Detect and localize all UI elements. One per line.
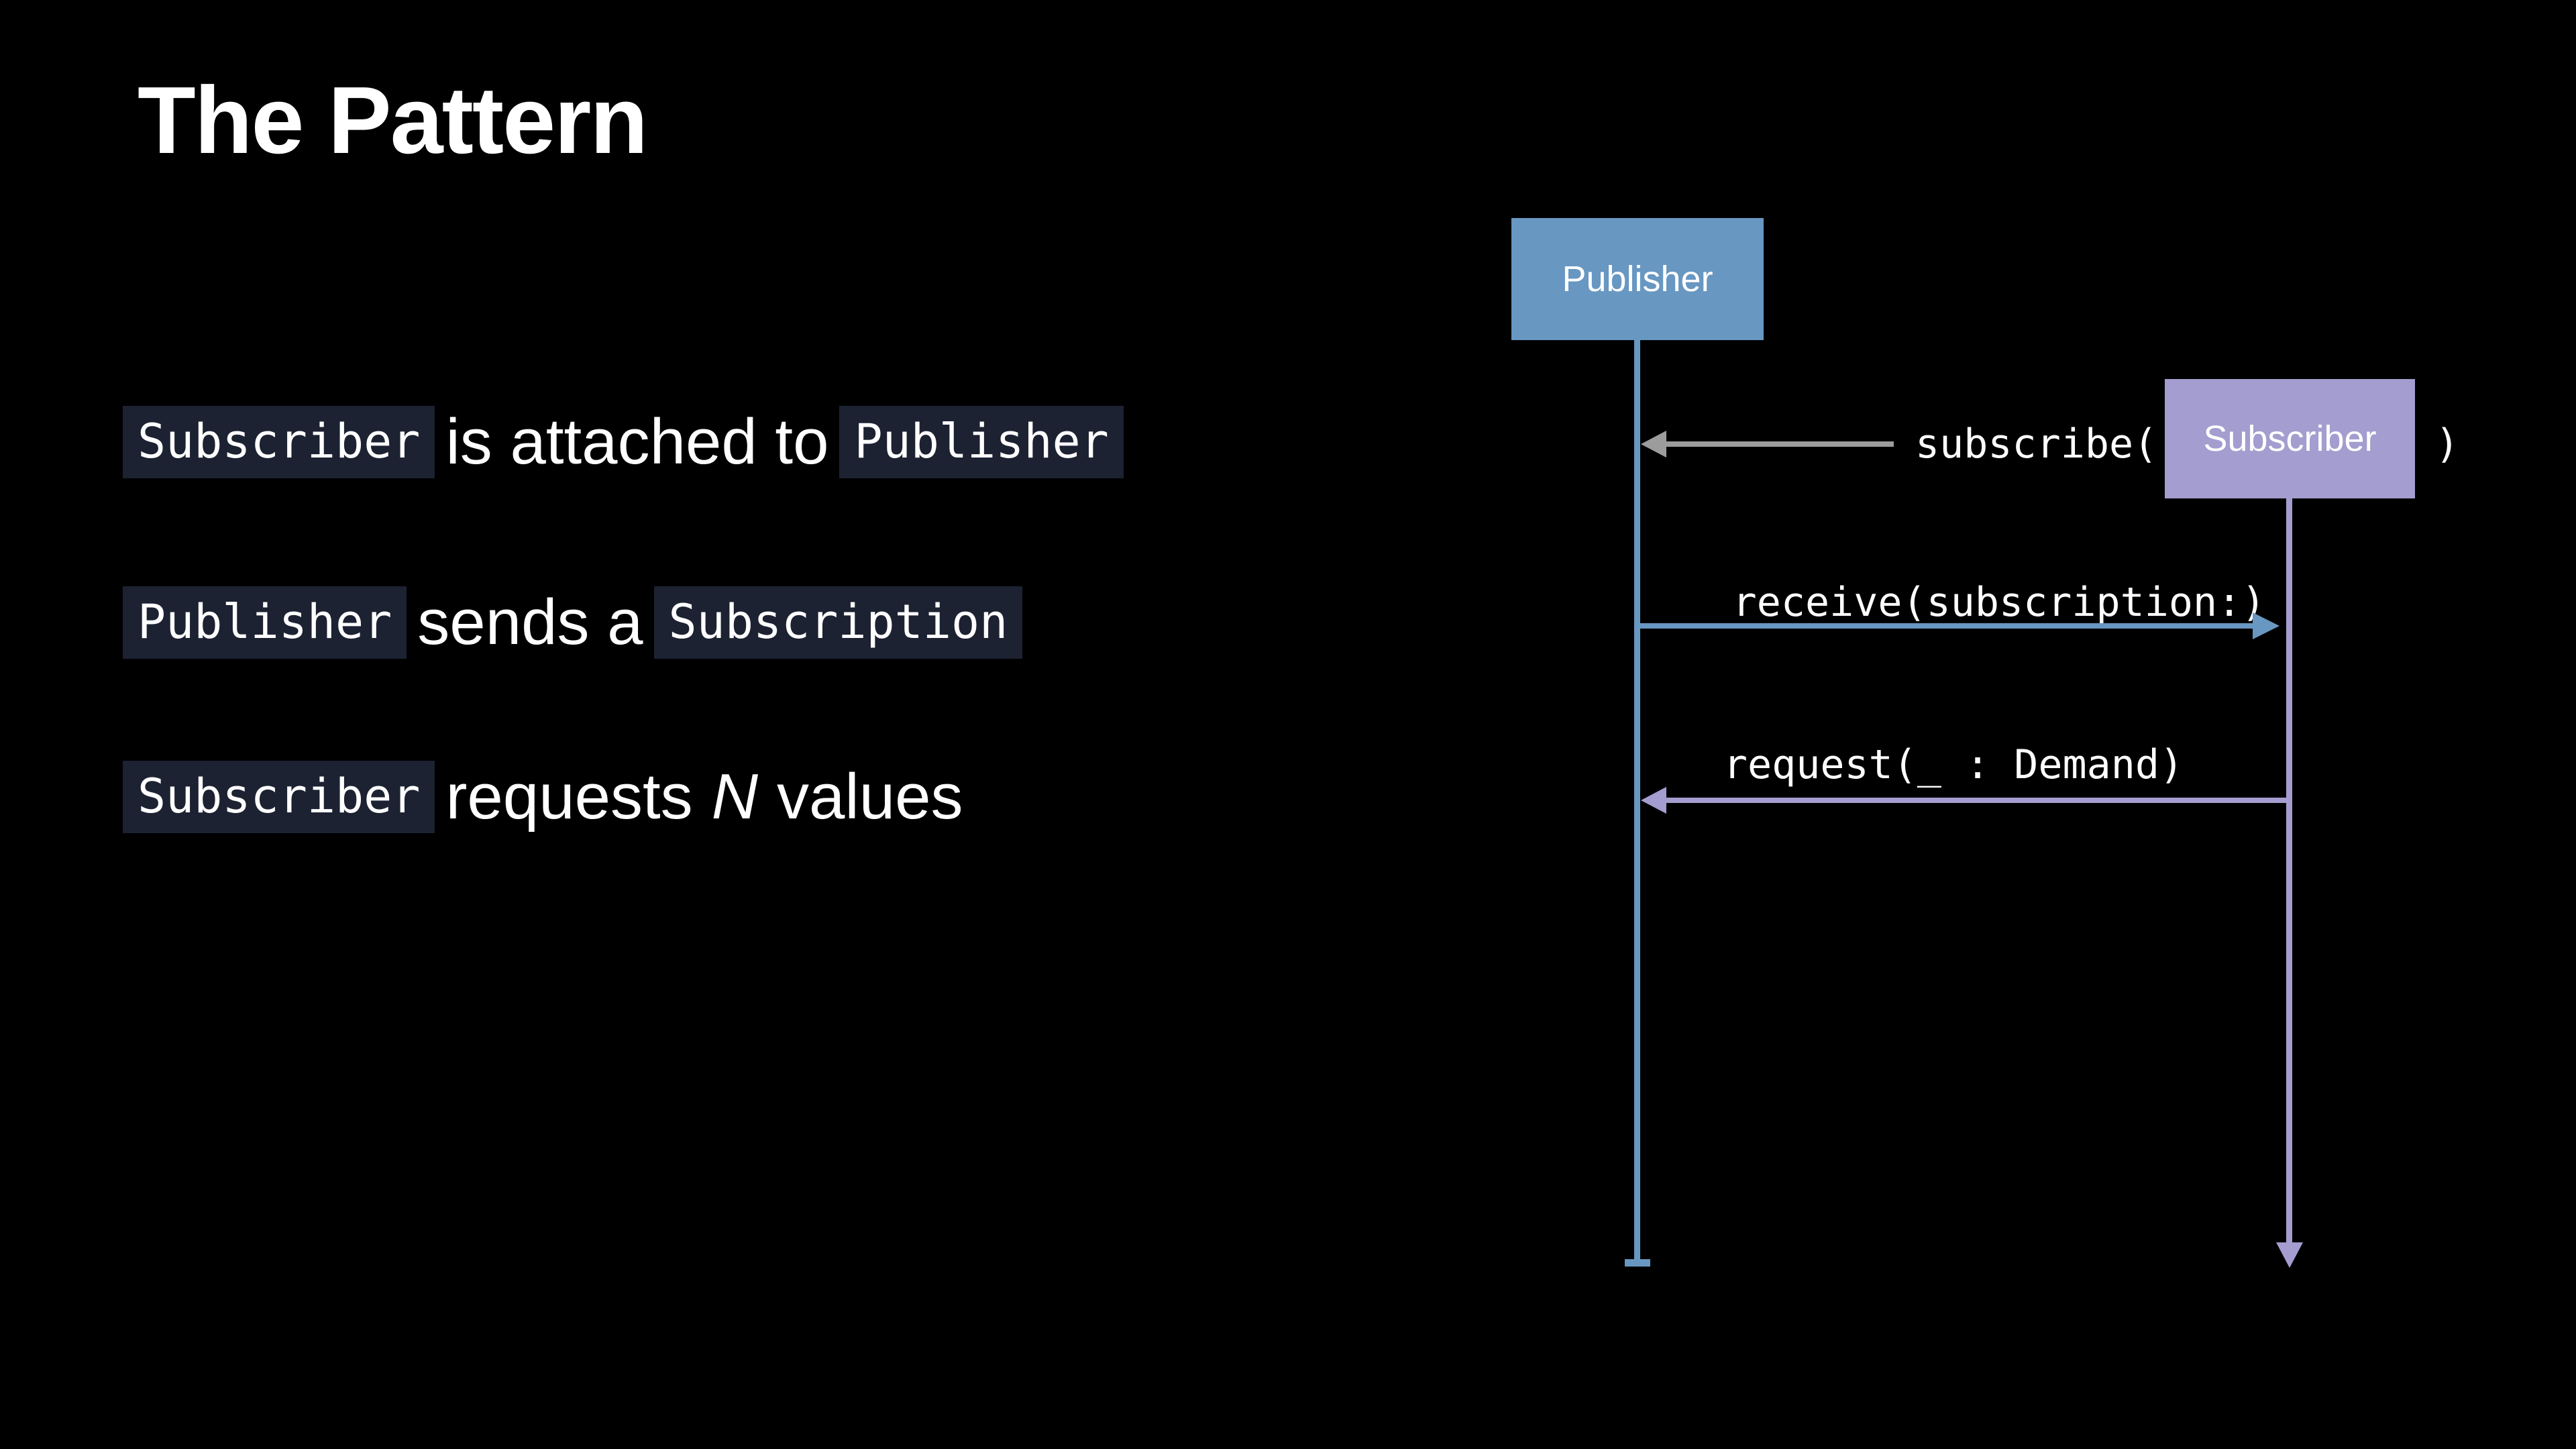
subscriber-lifeline [2286,498,2292,1242]
left-arrowhead-icon [1641,431,1666,458]
right-arrowhead-icon [2253,612,2279,639]
bullet-subscriber-requests: Subscriber requests N values [123,760,963,834]
request-arrow-line [1666,798,2290,803]
publisher-lifeline [1634,340,1640,1259]
bullet-publisher-sends: Publisher sends a Subscription [123,586,1023,659]
code-chip-subscriber: Subscriber [123,406,435,478]
bullet-text: values [776,761,963,833]
subscriber-box-label: Subscriber [2203,419,2377,459]
down-arrowhead-icon [2276,1242,2303,1268]
subscribe-call-prefix: subscribe( [1915,421,2158,468]
bullet-subscriber-attached: Subscriber is attached to Publisher [123,405,1124,479]
subscriber-box: Subscriber [2165,379,2415,498]
bullet-text: requests [445,761,693,833]
slide-title: The Pattern [138,67,648,174]
code-chip-publisher: Publisher [123,586,407,659]
bullet-text: sends a [417,586,643,658]
publisher-lifeline-terminator [1625,1259,1650,1267]
publisher-box-label: Publisher [1562,259,1713,299]
receive-message-label: receive(subscription:) [1732,579,2266,626]
code-chip-subscription: Subscription [653,586,1023,659]
bullet-emphasis-n: N [711,761,758,833]
subscribe-call-suffix: ) [2435,421,2460,468]
code-chip-publisher: Publisher [839,406,1124,478]
left-arrowhead-icon [1641,787,1666,814]
subscribe-arrow-line [1665,441,1894,447]
bullet-text: is attached to [445,406,829,478]
publisher-box: Publisher [1511,218,1764,340]
request-message-label: request(_ : Demand) [1723,741,2184,788]
receive-arrow-line [1638,623,2253,629]
code-chip-subscriber: Subscriber [123,761,435,833]
